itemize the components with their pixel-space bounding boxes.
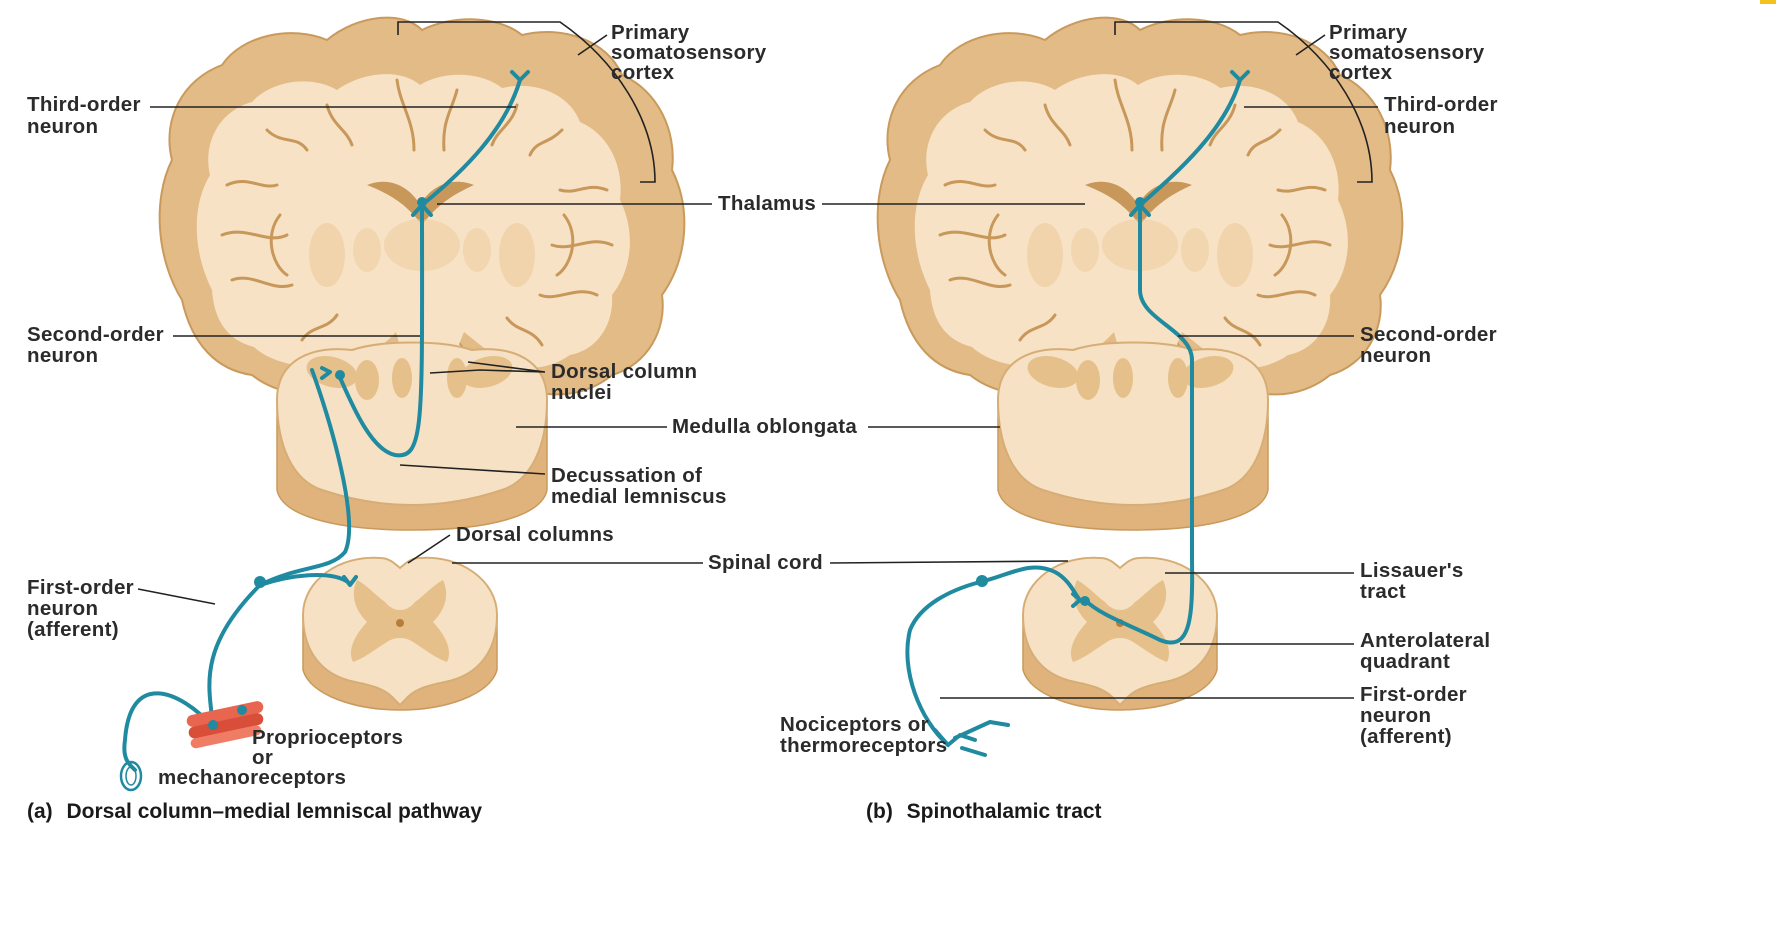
cortex-bracket-a [397, 21, 656, 183]
first-order-axon-central-b [978, 565, 1082, 602]
label-first-order-a: First-order neuron (afferent) [27, 576, 140, 641]
leader-cortex-b [1295, 34, 1326, 56]
shared-labels: Thalamus Medulla oblongata Spinal cord [437, 192, 1085, 574]
label-receptors-a: Proprioceptors or mechanoreceptors [158, 726, 409, 789]
cortex-bracket-b [1114, 21, 1373, 183]
leader-spinal-cord-b [829, 560, 1069, 564]
label-primary-cortex-a: Primary somatosensory cortex [611, 21, 772, 84]
first-order-soma-b [976, 575, 988, 587]
panel-a: Primary somatosensory cortex Third-order… [27, 16, 772, 823]
label-dorsal-columns: Dorsal columns [456, 523, 614, 546]
spinal-cord-section-a [302, 556, 498, 711]
leader-dorsal-columns-a [407, 534, 451, 564]
free-nerve-endings-b [933, 720, 1010, 757]
leader-cortex-a [577, 34, 608, 56]
label-dorsal-column-nuclei: Dorsal column nuclei [551, 360, 703, 404]
label-lissauer: Lissauer's tract [1360, 559, 1470, 603]
corner-accent [1760, 0, 1776, 4]
cord-terminal-b [1071, 592, 1082, 608]
label-first-order-b: First-order neuron (afferent) [1360, 683, 1473, 748]
cord-terminal-a [342, 575, 358, 587]
second-order-soma-b [1080, 596, 1090, 606]
label-thalamus: Thalamus [718, 192, 816, 215]
leader-decussation-a [399, 464, 546, 475]
leader-dorsal-nuclei-a [429, 361, 546, 374]
label-second-order-b: Second-order neuron [1360, 323, 1503, 367]
pacinian-corpuscle [119, 760, 143, 792]
second-order-soma-a [335, 370, 345, 380]
label-second-order-a: Second-order neuron [27, 323, 170, 367]
third-order-axon-a [420, 78, 522, 207]
first-order-axon-central-a [258, 368, 352, 587]
third-order-soma-a [417, 197, 427, 207]
first-order-soma-a [254, 576, 266, 588]
cortex-terminal-b [1230, 70, 1250, 82]
second-order-axon-b [1083, 203, 1195, 645]
label-spinal-cord: Spinal cord [708, 551, 823, 574]
panel-b: Primary somatosensory cortex Third-order… [780, 16, 1504, 823]
leader-first-order-a [137, 588, 216, 605]
label-third-order-b: Third-order neuron [1384, 93, 1504, 138]
label-anterolateral: Anterolateral quadrant [1360, 629, 1496, 673]
muscle-spindle [186, 701, 264, 749]
label-primary-cortex-b: Primary somatosensory cortex [1329, 21, 1490, 84]
label-decussation: Decussation of medial lemniscus [551, 464, 727, 508]
label-medulla: Medulla oblongata [672, 415, 857, 438]
first-order-collateral-a [258, 572, 350, 587]
third-order-soma-b [1135, 197, 1145, 207]
label-third-order-a: Third-order neuron [27, 93, 147, 138]
medulla-section-b [997, 341, 1269, 531]
label-receptors-b: Nociceptors or thermoreceptors [780, 713, 947, 757]
third-order-axon-b [1138, 78, 1242, 207]
first-order-axon-peripheral-b [905, 580, 982, 747]
nucleus-terminal-a [320, 366, 332, 380]
second-order-axon-a [336, 203, 425, 458]
caption-b: (b) Spinothalamic tract [866, 800, 1102, 823]
caption-a: (a) Dorsal column–medial lemniscal pathw… [27, 800, 482, 823]
cortex-terminal-a [510, 70, 530, 82]
spinal-cord-section-b [1022, 556, 1218, 711]
